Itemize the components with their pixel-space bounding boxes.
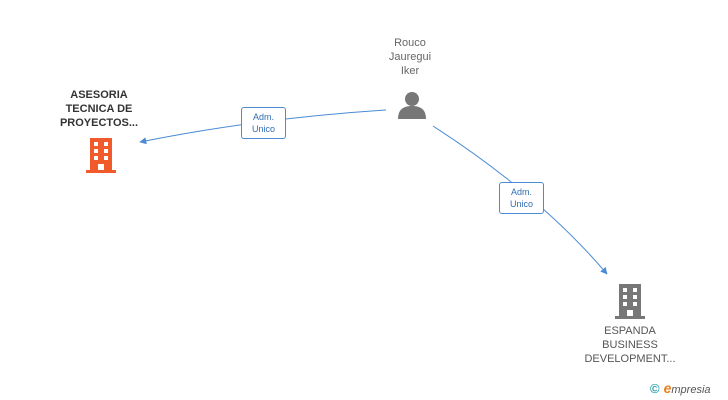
footer-brand[interactable]: ©empresia xyxy=(650,380,711,396)
company-asesoria-name[interactable]: ASESORIA TECNICA DE PROYECTOS... xyxy=(59,89,139,129)
edge-label-adm-unico: Adm. Unico xyxy=(499,182,544,214)
edge-label-adm-unico: Adm. Unico xyxy=(241,107,286,139)
person-name[interactable]: Rouco Jauregui Iker xyxy=(388,37,432,77)
brand-logo-e: e xyxy=(663,380,672,396)
building-icon[interactable] xyxy=(85,138,117,174)
brand-name: mpresia xyxy=(671,384,711,396)
company-espanda-name[interactable]: ESPANDA BUSINESS DEVELOPMENT... xyxy=(584,325,676,365)
building-icon[interactable] xyxy=(614,284,646,320)
copyright-icon: © xyxy=(650,381,660,396)
person-icon[interactable] xyxy=(397,90,427,120)
